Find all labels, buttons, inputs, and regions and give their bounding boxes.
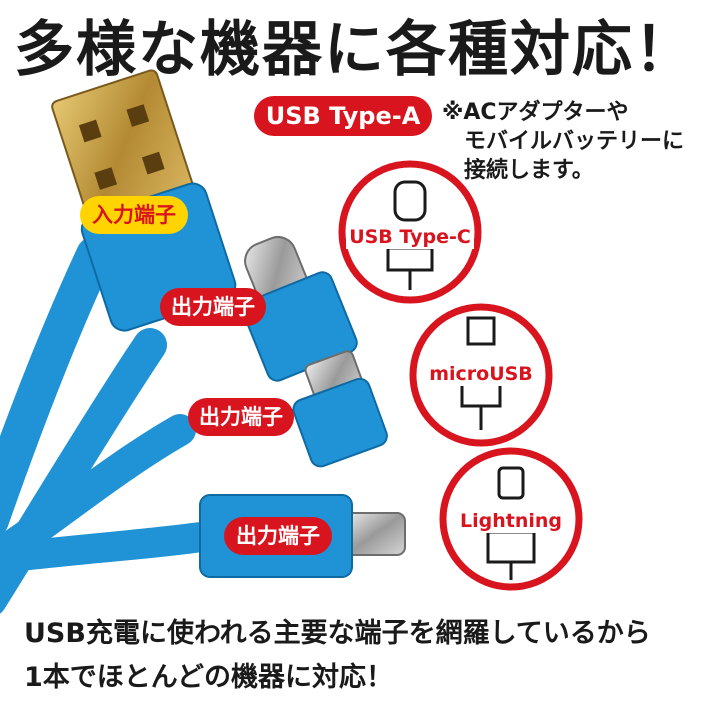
usb-c-plug — [241, 235, 358, 382]
output-terminal-label-lightning: 出力端子 — [224, 517, 332, 555]
note-line: ※ACアダプターや — [442, 100, 629, 125]
input-terminal-label: 入力端子 — [80, 196, 188, 234]
micro-usb-label: microUSB — [426, 362, 536, 386]
micro-usb-plug — [292, 350, 388, 468]
output-terminal-label-micro: 出力端子 — [188, 398, 294, 436]
note-line: 接続します。 — [464, 158, 594, 183]
lightning-label: Lightning — [460, 509, 562, 533]
bottom-line: 1本でほとんどの機器に対応！ — [24, 662, 393, 693]
adapter-note: ※ACアダプターや モバイルバッテリーに 接続します。 — [442, 98, 684, 185]
headline: 多様な機器に各種対応！ — [14, 15, 696, 85]
bottom-line: USB充電に使われる主要な端子を網羅しているから — [24, 618, 651, 649]
usb-type-c-label: USB Type-C — [346, 225, 474, 249]
bottom-copy: USB充電に使われる主要な端子を網羅しているから 1本でほとんどの機器に対応！ — [24, 612, 651, 700]
note-line: モバイルバッテリーに — [464, 129, 685, 154]
output-terminal-label-c: 出力端子 — [160, 288, 266, 326]
usb-type-a-badge: USB Type-A — [254, 96, 432, 136]
flat-cables — [0, 236, 230, 614]
